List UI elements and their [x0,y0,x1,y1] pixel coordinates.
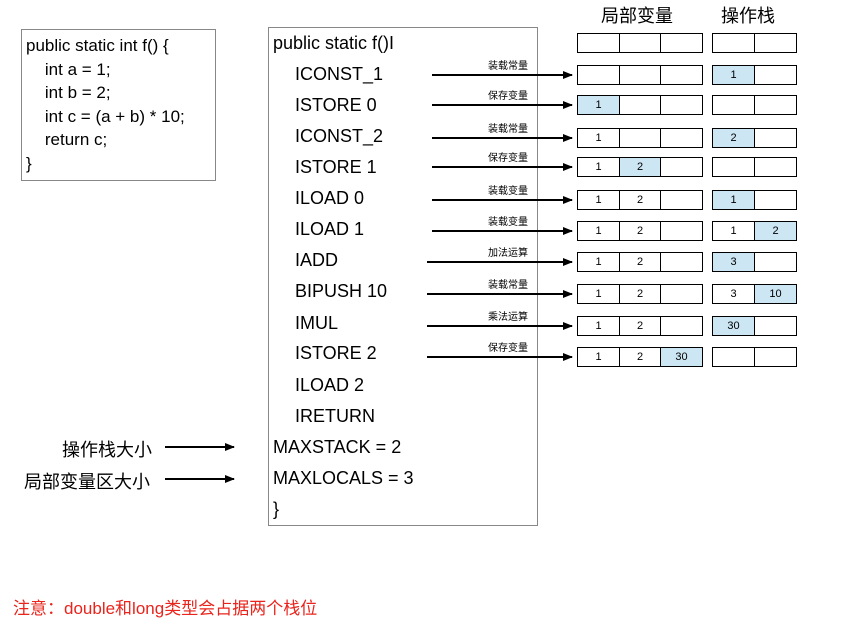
maxstack-side-label: 操作栈大小 [62,440,152,460]
bytecode-instruction: BIPUSH 10 [295,281,388,301]
local-slot-0: 1 [577,252,620,272]
bytecode-instruction: ICONST_1 [295,64,384,84]
maxlocals-text: MAXLOCALS = 3 [273,468,414,488]
local-slot-2 [660,316,703,336]
local-slot-2 [660,252,703,272]
bytecode-box [268,27,538,526]
local-slot-1 [619,95,661,115]
maxlocals-side-label: 局部变量区大小 [24,472,150,492]
bytecode-instruction: ILOAD 0 [295,188,365,208]
step-label: 装载变量 [488,217,528,228]
stack-slot-1: 10 [754,284,797,304]
stack-slot-1 [754,252,797,272]
bytecode-instruction: ISTORE 1 [295,157,377,177]
local-slot-2 [660,95,703,115]
local-slot-1: 2 [619,221,661,241]
code-line: int c = (a + b) * 10; [26,107,185,126]
local-slot-1 [619,33,661,53]
local-slot-2 [660,221,703,241]
local-slot-2 [660,65,703,85]
local-slot-1 [619,65,661,85]
local-slot-1 [619,128,661,148]
local-slot-1: 2 [619,284,661,304]
stack-slot-1: 2 [754,221,797,241]
code-line: public static int f() { [26,36,169,55]
local-slot-2 [660,33,703,53]
local-slot-0: 1 [577,347,620,367]
stack-slot-0: 2 [712,128,755,148]
stack-slot-1 [754,190,797,210]
bytecode-instruction: ILOAD 2 [295,375,365,395]
bytecode-instruction: ICONST_2 [295,126,384,146]
stack-slot-0: 3 [712,252,755,272]
step-label: 加法运算 [488,248,528,259]
step-label: 装载常量 [488,61,528,72]
step-label: 装载变量 [488,186,528,197]
local-slot-1: 2 [619,252,661,272]
stack-slot-0: 30 [712,316,755,336]
local-slot-0: 1 [577,190,620,210]
stack-slot-0: 1 [712,221,755,241]
stack-slot-1 [754,316,797,336]
stack-slot-0: 3 [712,284,755,304]
local-slot-0: 1 [577,316,620,336]
code-line: int a = 1; [26,60,111,79]
local-slot-2 [660,284,703,304]
local-slot-2 [660,157,703,177]
stack-slot-0: 1 [712,65,755,85]
stack-header: 操作栈 [721,6,775,26]
local-slot-0: 1 [577,95,620,115]
bytecode-instruction: IMUL [295,313,339,333]
local-slot-2: 30 [660,347,703,367]
local-slot-2 [660,190,703,210]
bytecode-closing-brace: } [273,499,280,519]
stack-slot-0 [712,95,755,115]
local-slot-1: 2 [619,190,661,210]
stack-slot-0 [712,33,755,53]
code-line: return c; [26,130,108,149]
maxstack-text: MAXSTACK = 2 [273,437,402,457]
note-text: 注意：double和long类型会占据两个栈位 [13,599,318,618]
local-slot-0: 1 [577,157,620,177]
local-slot-2 [660,128,703,148]
step-label: 保存变量 [488,343,528,354]
stack-slot-1 [754,65,797,85]
step-label: 乘法运算 [488,312,528,323]
step-label: 保存变量 [488,153,528,164]
stack-slot-0 [712,347,755,367]
local-slot-0: 1 [577,128,620,148]
local-slot-0 [577,65,620,85]
stack-slot-1 [754,128,797,148]
step-label: 装载常量 [488,124,528,135]
stack-slot-0 [712,157,755,177]
local-slot-1: 2 [619,347,661,367]
code-line: } [26,154,32,173]
bytecode-instruction: ILOAD 1 [295,219,365,239]
local-slot-0 [577,33,620,53]
step-label: 装载常量 [488,280,528,291]
locals-header: 局部变量 [601,6,673,26]
source-code-box: public static int f() { int a = 1; int b… [21,29,216,181]
code-line: int b = 2; [26,83,111,102]
local-slot-1: 2 [619,157,661,177]
bytecode-instruction: IADD [295,250,339,270]
stack-slot-1 [754,347,797,367]
stack-slot-1 [754,33,797,53]
stack-slot-0: 1 [712,190,755,210]
step-label: 保存变量 [488,91,528,102]
local-slot-0: 1 [577,221,620,241]
stack-slot-1 [754,157,797,177]
bytecode-instruction: ISTORE 0 [295,95,377,115]
stack-slot-1 [754,95,797,115]
local-slot-1: 2 [619,316,661,336]
local-slot-0: 1 [577,284,620,304]
bytecode-instruction: ISTORE 2 [295,343,377,363]
bytecode-instruction: IRETURN [295,406,375,426]
bytecode-signature: public static f()I [273,33,395,53]
